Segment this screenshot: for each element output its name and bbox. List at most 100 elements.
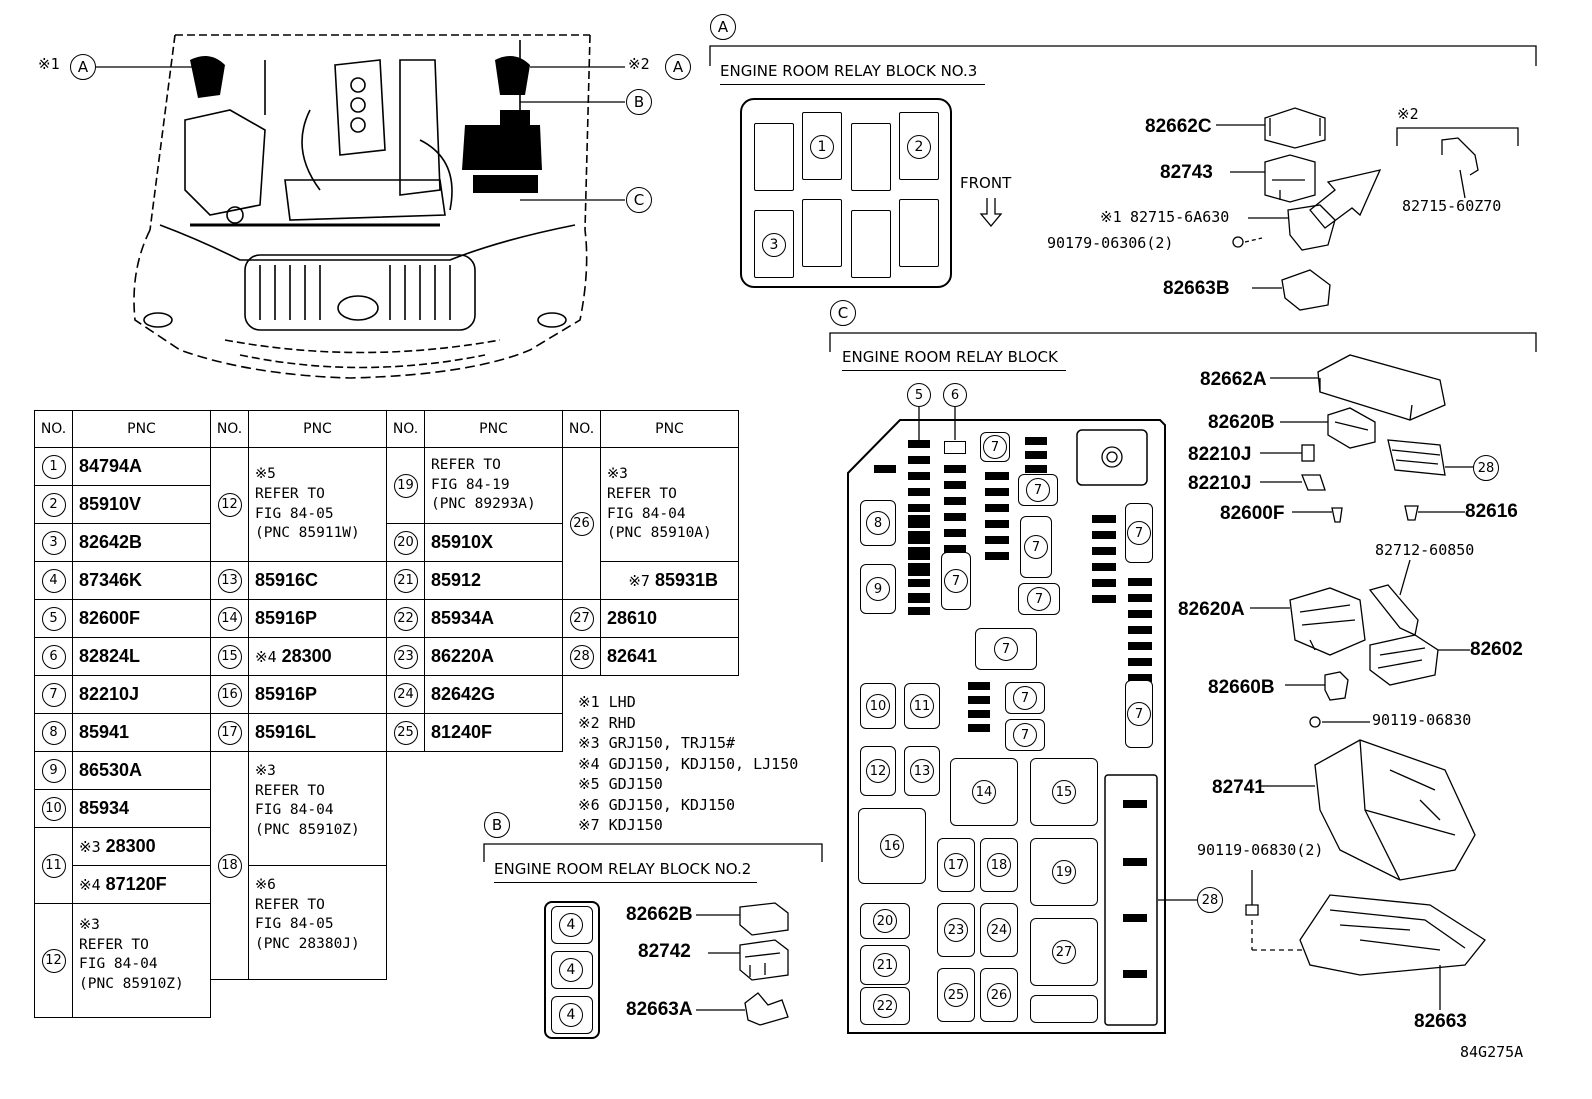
- fuse-mark: [908, 593, 930, 601]
- marker-rhd: ※2: [628, 55, 650, 73]
- col4-header-pnc: PNC: [600, 410, 739, 448]
- fuse-mark: [944, 513, 966, 521]
- slot-number: 9: [866, 577, 890, 601]
- main-block-outline: [847, 419, 1166, 1034]
- row-number: 21: [393, 568, 418, 593]
- col3-header-pnc: PNC: [424, 410, 563, 448]
- part-label: 82663B: [1163, 278, 1230, 299]
- col1-header-pnc: PNC: [72, 410, 211, 448]
- main-block-leaders: [918, 407, 1197, 901]
- fuse-mark: [985, 552, 1009, 560]
- slot: [851, 123, 891, 191]
- front-label: FRONT: [960, 174, 1012, 192]
- fuse-mark: [944, 545, 966, 553]
- slot: [851, 210, 891, 278]
- fuse-mark: [1128, 610, 1152, 618]
- row-number: 7: [41, 682, 66, 707]
- slot-number: 7: [983, 435, 1007, 459]
- slot-number: 10: [866, 694, 890, 718]
- slot-number: 4: [559, 958, 583, 982]
- marker-rhd: ※2: [1397, 105, 1419, 123]
- fuse-mark: [1025, 465, 1047, 473]
- slot-number: 7: [1024, 535, 1048, 559]
- callout-28: 28: [1197, 887, 1223, 913]
- relay-slot: [1030, 838, 1098, 906]
- part-label: 82660B: [1208, 677, 1275, 698]
- pnc-cell: 85934: [72, 789, 211, 828]
- row-number: 19: [393, 473, 418, 498]
- part-label: 90179-06306(2): [1047, 234, 1174, 252]
- callout-b-section: B: [484, 812, 510, 838]
- fuse-mark: [908, 531, 930, 539]
- row-number: 1: [41, 454, 66, 479]
- fuse-mark: [985, 488, 1009, 496]
- callout-a-section: A: [710, 14, 736, 40]
- slot-number: 7: [994, 637, 1018, 661]
- slot: [754, 123, 794, 191]
- slot-number: 14: [972, 780, 996, 804]
- relay-slot: [980, 903, 1018, 957]
- block-main-title: ENGINE ROOM RELAY BLOCK: [842, 350, 1066, 371]
- row-number: 6: [41, 644, 66, 669]
- block-no2-title: ENGINE ROOM RELAY BLOCK NO.2: [494, 862, 758, 883]
- row-number: 28: [569, 644, 594, 669]
- marker-lhd: ※1: [38, 55, 60, 73]
- part-label: 82663A: [626, 999, 693, 1020]
- row-number: 22: [393, 606, 418, 631]
- part-label: 82620A: [1178, 599, 1245, 620]
- pnc-cell: 86530A: [72, 751, 211, 790]
- part-label: 82662C: [1145, 116, 1212, 137]
- row-number: 12: [41, 948, 66, 973]
- slot-number: 22: [873, 994, 897, 1018]
- pnc-cell: 82824L: [72, 637, 211, 676]
- slot-number: 18: [987, 853, 1011, 877]
- fuse-mark: [1128, 626, 1152, 634]
- slot: [899, 199, 939, 267]
- pnc-cell: 82210J: [72, 675, 211, 714]
- fuse-mark: [908, 579, 930, 587]
- slot-number: 7: [1127, 521, 1151, 545]
- slot-number: 15: [1052, 780, 1076, 804]
- slot-number: 27: [1052, 940, 1076, 964]
- col2-header-pnc: PNC: [248, 410, 387, 448]
- fuse-mark: [1092, 531, 1116, 539]
- row-number: 14: [217, 606, 242, 631]
- pnc-cell: 87346K: [72, 561, 211, 600]
- fuse-mark: [1123, 800, 1147, 808]
- pnc-cell: 82642G: [424, 675, 563, 714]
- callout-c-vehicle: C: [626, 187, 652, 213]
- row-number: 11: [41, 853, 66, 878]
- part-label: 90119-06830(2): [1197, 841, 1324, 859]
- callout-c-section: C: [830, 300, 856, 326]
- pnc-cell: 82641: [600, 637, 739, 676]
- fuse-mark: [944, 441, 966, 454]
- leader-lines-vehicle: [96, 66, 625, 201]
- row-number: 9: [41, 758, 66, 783]
- applicability-notes: ※1 LHD ※2 RHD ※3 GRJ150, TRJ15# ※4 GDJ15…: [578, 693, 799, 834]
- row-number: 5: [41, 606, 66, 631]
- main-parts-drawing: [1245, 354, 1486, 1010]
- callout-a-right: A: [665, 54, 691, 80]
- pnc-cell: ※3 28300: [72, 827, 211, 866]
- row-number: 2: [41, 492, 66, 517]
- fuse-mark: [944, 497, 966, 505]
- pnc-cell: ※4 28300: [248, 637, 387, 676]
- row-number: 12: [217, 492, 242, 517]
- fuse-mark: [968, 696, 990, 704]
- section-b-bracket: [483, 843, 823, 862]
- slot-number: 21: [873, 953, 897, 977]
- fuse-mark: [1123, 914, 1147, 922]
- fuse-mark: [968, 710, 990, 718]
- slot-number: 17: [944, 853, 968, 877]
- row-number: 16: [217, 682, 242, 707]
- slot-number: 4: [559, 1003, 583, 1027]
- fuse-mark: [1092, 579, 1116, 587]
- part-label: 82602: [1470, 639, 1523, 660]
- engine-bay-illustration: [133, 34, 591, 379]
- slot-number: 7: [1127, 702, 1151, 726]
- slot-number: 26: [987, 983, 1011, 1007]
- slot-number: 4: [559, 913, 583, 937]
- front-arrow-icon: [979, 198, 1003, 228]
